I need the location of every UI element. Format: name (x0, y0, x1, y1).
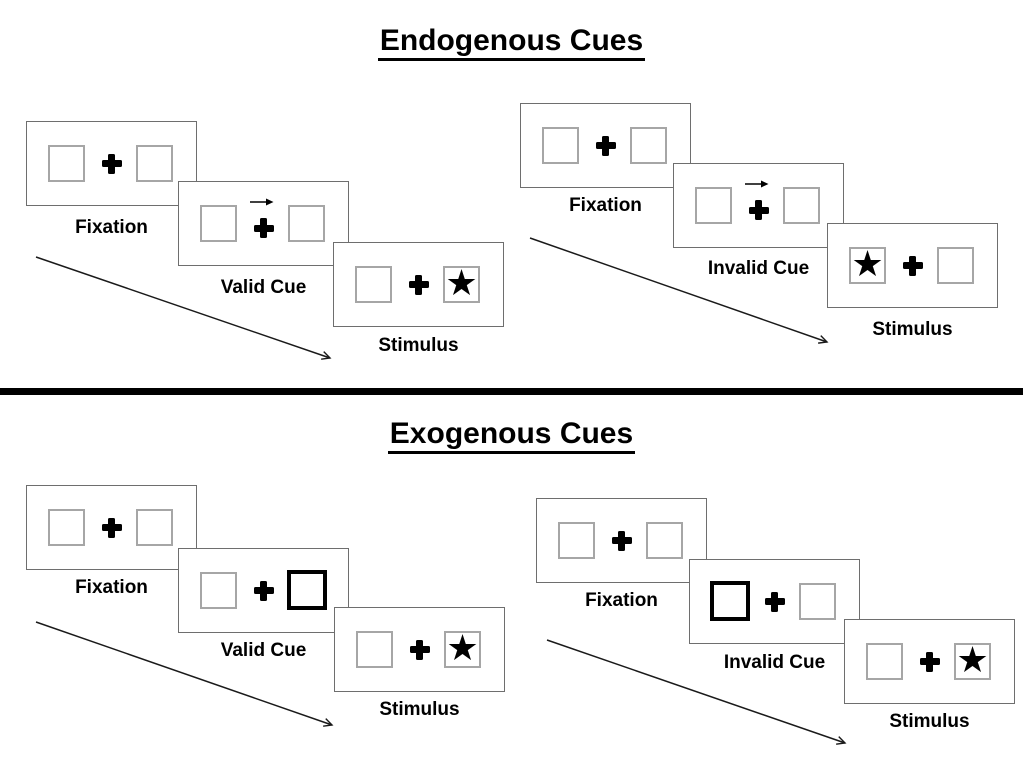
fixation-panel (26, 485, 197, 570)
section-title-exogenous: Exogenous Cues (0, 417, 1023, 454)
valid-cue-panel (178, 181, 349, 266)
plus-cross-icon (902, 255, 923, 276)
stimulus-panel: ★ (333, 242, 504, 327)
step-label: Invalid Cue (707, 258, 810, 279)
step-label: Valid Cue (220, 277, 307, 298)
right-box (646, 522, 683, 559)
right-box (288, 205, 325, 242)
time-arrow-exogenous-valid (35, 621, 334, 727)
left-box (542, 127, 579, 164)
step-label: Stimulus (872, 319, 953, 340)
time-arrow-endogenous-invalid (529, 237, 829, 344)
right-box (630, 127, 667, 164)
arrow-right-icon (744, 180, 768, 188)
right-box (136, 509, 173, 546)
right-box (136, 145, 173, 182)
stimulus-panel: ★ (827, 223, 998, 308)
plus-cross-icon (253, 580, 274, 601)
arrow-right-icon (249, 198, 273, 206)
time-arrow-exogenous-invalid (546, 639, 847, 745)
invalid-cue-panel (673, 163, 844, 248)
section-divider (0, 388, 1023, 395)
filled-star-icon: ★ (446, 627, 479, 668)
left-box (866, 643, 903, 680)
left-box (356, 631, 393, 668)
step-label: Fixation (75, 217, 148, 238)
plus-cross-icon (595, 135, 616, 156)
right-box (937, 247, 974, 284)
fixation-panel (26, 121, 197, 206)
left-box (48, 145, 85, 182)
right-box: ★ (443, 262, 480, 303)
filled-star-icon: ★ (851, 243, 884, 284)
step-label: Fixation (75, 577, 148, 598)
plus-cross-icon (748, 200, 769, 221)
plus-cross-icon (409, 639, 430, 660)
left-box (200, 205, 237, 242)
section-title-endogenous: Endogenous Cues (0, 24, 1023, 61)
fixation-panel (536, 498, 707, 583)
right-box: ★ (444, 627, 481, 668)
plus-cross-icon (101, 153, 122, 174)
filled-star-icon: ★ (956, 639, 989, 680)
time-arrow-endogenous-valid (35, 256, 332, 360)
plus-cross-icon (919, 651, 940, 672)
right-box: ★ (954, 639, 991, 680)
plus-cross-icon (408, 274, 429, 295)
left-box (48, 509, 85, 546)
filled-star-icon: ★ (445, 262, 478, 303)
highlighted-left-box (710, 581, 750, 621)
stimulus-panel: ★ (334, 607, 505, 692)
stimulus-panel: ★ (844, 619, 1015, 704)
step-label: Fixation (585, 590, 658, 611)
highlighted-right-box (287, 570, 327, 610)
step-label: Stimulus (889, 711, 970, 732)
step-label: Valid Cue (220, 640, 307, 661)
plus-cross-icon (764, 591, 785, 612)
left-box (695, 187, 732, 224)
right-box (799, 583, 836, 620)
valid-cue-panel (178, 548, 349, 633)
plus-cross-icon (253, 218, 274, 239)
step-label: Invalid Cue (723, 652, 826, 673)
plus-cross-icon (101, 517, 122, 538)
plus-cross-icon (611, 530, 632, 551)
left-box (558, 522, 595, 559)
left-box: ★ (849, 243, 886, 284)
step-label: Stimulus (379, 699, 460, 720)
left-box (355, 266, 392, 303)
step-label: Stimulus (378, 335, 459, 356)
fixation-panel (520, 103, 691, 188)
right-box (783, 187, 820, 224)
step-label: Fixation (569, 195, 642, 216)
invalid-cue-panel (689, 559, 860, 644)
left-box (200, 572, 237, 609)
